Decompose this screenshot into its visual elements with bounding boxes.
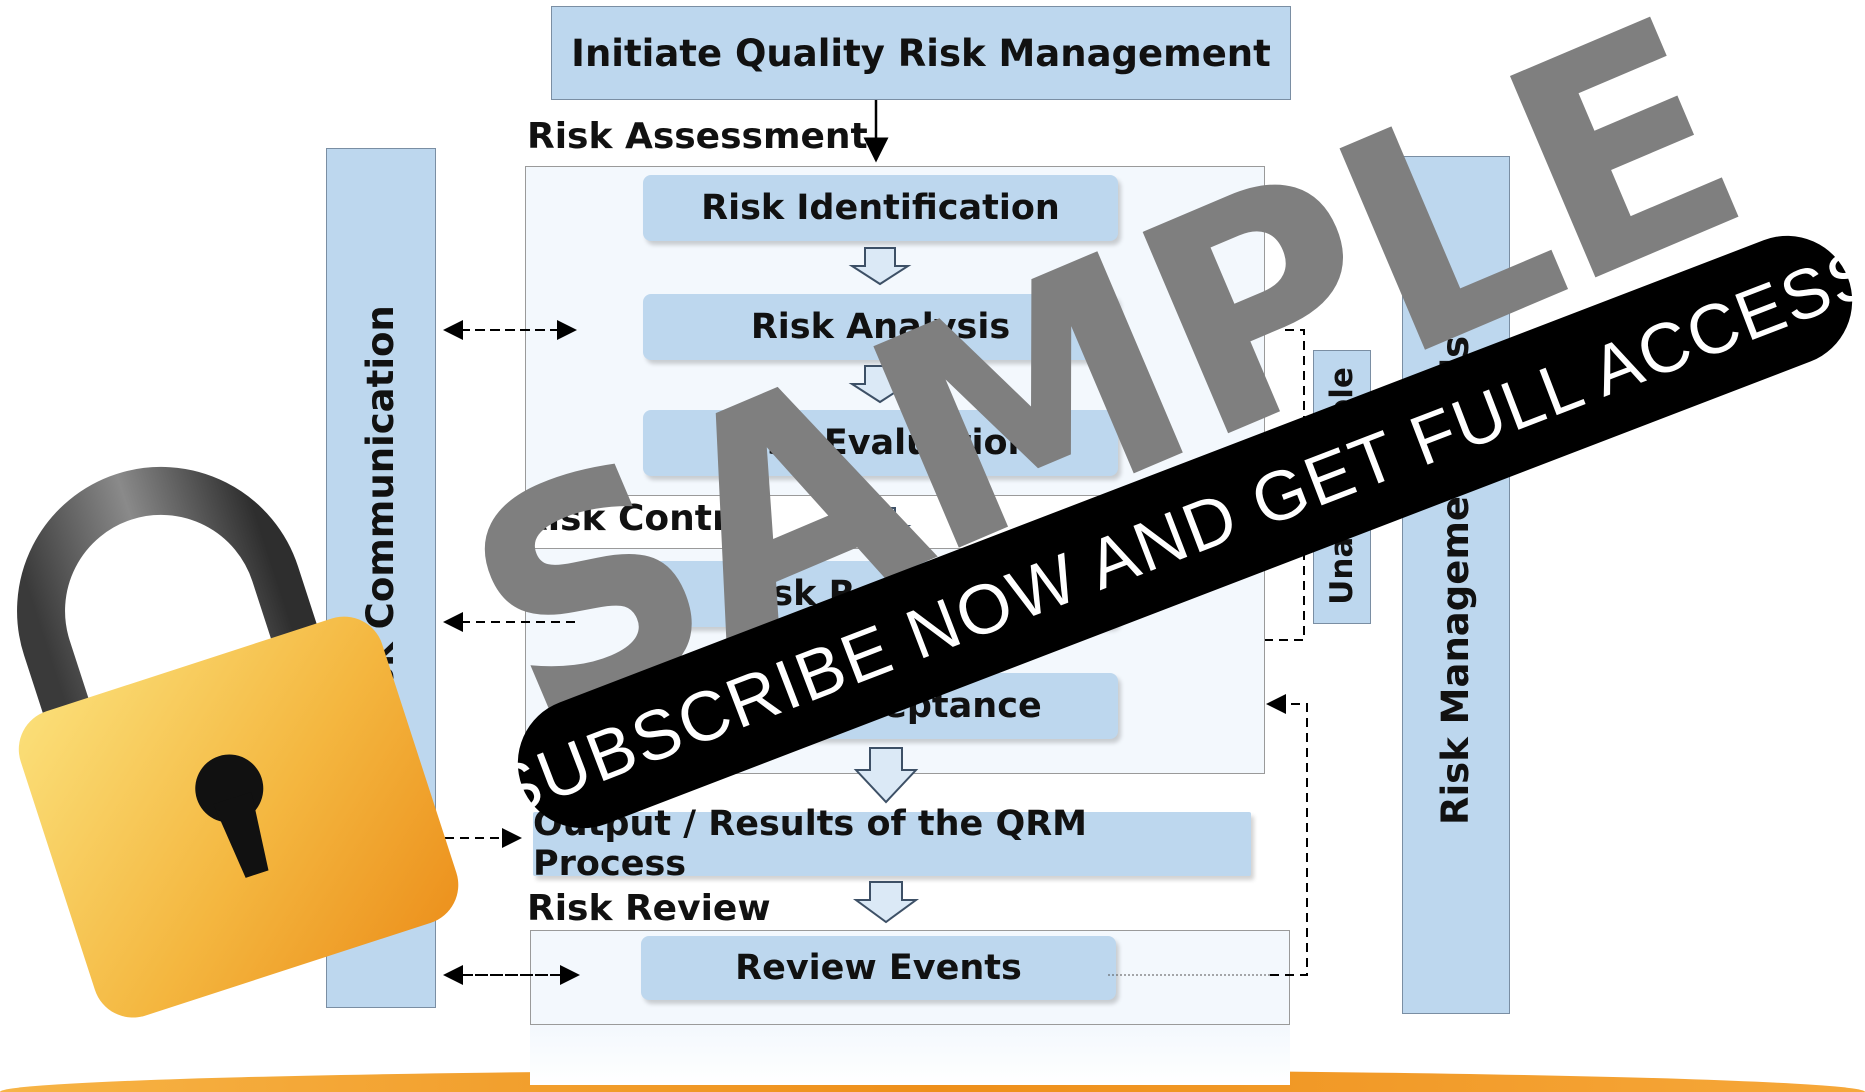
block-arrow-4 bbox=[853, 747, 919, 804]
block-arrow-5 bbox=[852, 881, 920, 924]
risk-evaluation-box: Risk Evaluation bbox=[643, 410, 1118, 476]
risk-identification-label: Risk Identification bbox=[701, 188, 1060, 228]
risk-identification-box: Risk Identification bbox=[643, 175, 1118, 241]
output-results-label: Output / Results of the QRM Process bbox=[533, 804, 1088, 884]
risk-assessment-label: Risk Assessment bbox=[527, 116, 868, 157]
risk-analysis-label: Risk Analysis bbox=[750, 307, 1011, 347]
initiate-qrm-label: Initiate Quality Risk Management bbox=[571, 31, 1271, 75]
initiate-qrm-box: Initiate Quality Risk Management bbox=[551, 6, 1291, 100]
risk-evaluation-label: Risk Evaluation bbox=[728, 423, 1033, 463]
output-results-box: Output / Results of the QRM Process bbox=[533, 804, 1251, 884]
review-events-box: Review Events bbox=[641, 936, 1116, 1000]
review-events-label: Review Events bbox=[735, 948, 1022, 988]
risk-management-tools-column bbox=[1402, 156, 1510, 1014]
block-arrow-1 bbox=[848, 247, 912, 286]
risk-control-label: Risk Control bbox=[520, 498, 767, 539]
block-arrow-2 bbox=[848, 365, 912, 404]
block-arrow-3 bbox=[848, 507, 912, 546]
risk-review-panel-fade bbox=[530, 1025, 1290, 1085]
risk-review-label: Risk Review bbox=[527, 888, 771, 929]
risk-analysis-box: Risk Analysis bbox=[643, 294, 1118, 360]
